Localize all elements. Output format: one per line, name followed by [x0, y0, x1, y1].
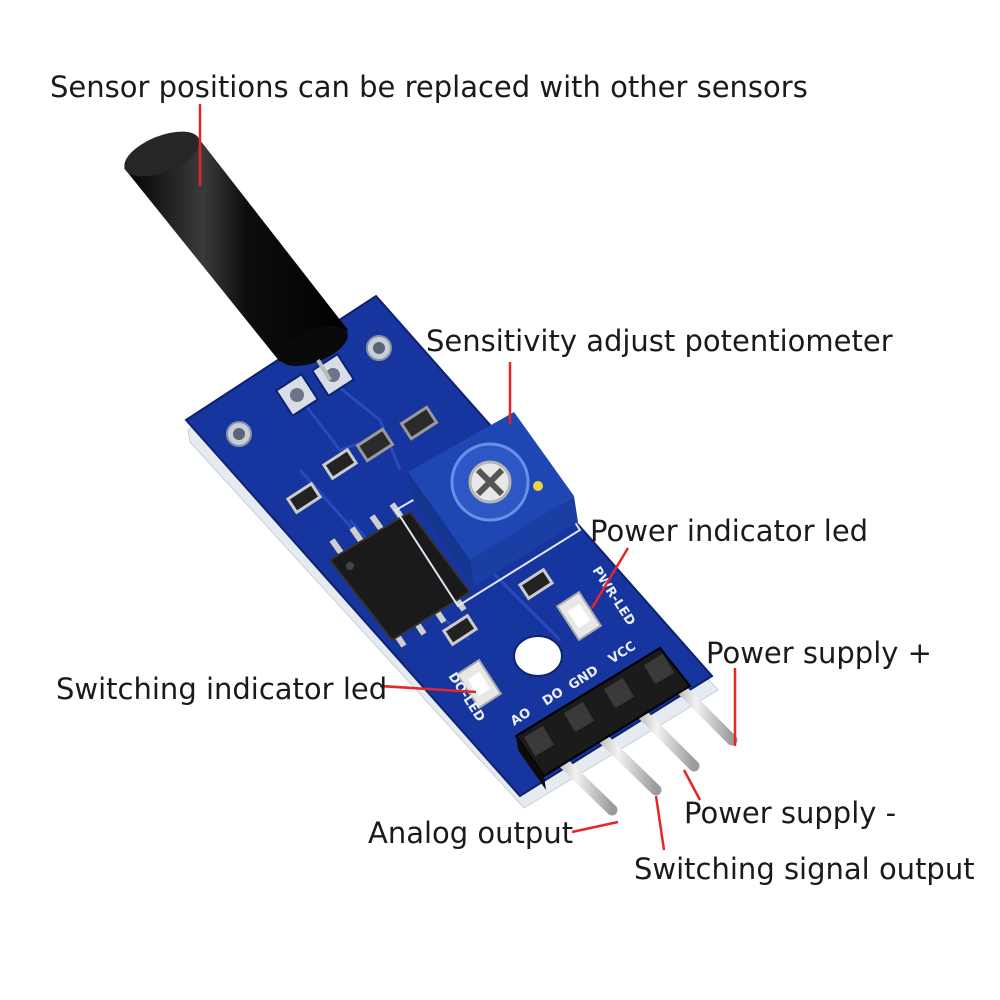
pointer-switching-signal [654, 795, 666, 851]
pointer-power-led [590, 547, 630, 609]
label-power-supply-minus: Power supply - [684, 796, 897, 830]
tilt-sensor [124, 131, 348, 382]
label-analog-output: Analog output [368, 816, 574, 850]
label-sensor-positions: Sensor positions can be replaced with ot… [50, 70, 808, 104]
smd-components [285, 405, 555, 647]
leds [455, 590, 603, 710]
pointer-analog [571, 820, 619, 834]
label-sensitivity-potentiometer: Sensitivity adjust potentiometer [426, 324, 893, 358]
pointer-power-minus [682, 769, 702, 801]
pointer-lines [198, 104, 737, 851]
mounting-holes [226, 335, 563, 677]
label-power-supply-plus: Power supply + [706, 636, 932, 670]
label-switching-indicator-led: Switching indicator led [56, 672, 388, 706]
label-switching-signal-output: Switching signal output [634, 852, 975, 886]
potentiometer [408, 412, 578, 586]
ic-chip [328, 502, 472, 648]
label-power-indicator-led: Power indicator led [590, 514, 869, 548]
pointer-switching-led [379, 684, 477, 694]
pin-header [514, 646, 692, 790]
